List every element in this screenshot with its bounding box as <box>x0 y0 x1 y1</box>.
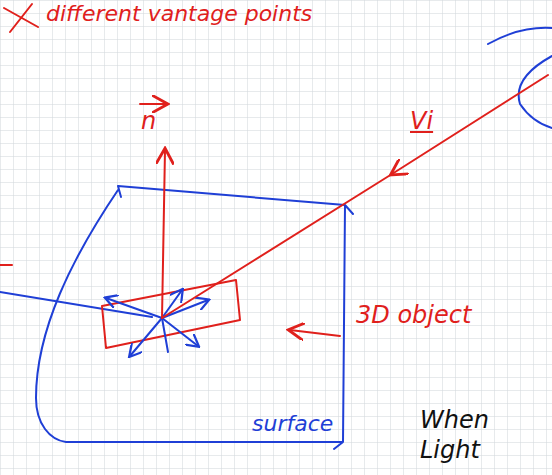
label-slot: n <box>141 106 156 136</box>
vector-name: n <box>141 106 156 136</box>
view-line <box>0 292 152 317</box>
side-note: When Light <box>420 405 512 465</box>
incident-ray <box>392 75 548 174</box>
pointer-arrow <box>290 330 340 336</box>
surface-label: surface <box>252 410 333 438</box>
label-slot: surface <box>252 410 333 438</box>
tangent-plane <box>102 280 240 348</box>
vector-sign <box>140 103 166 105</box>
scatter-ray <box>162 290 182 318</box>
surface-outline <box>36 186 353 449</box>
label-slot: When Light <box>420 405 512 465</box>
label-slot: different vantage points <box>46 0 312 28</box>
scatter-ray <box>106 298 162 318</box>
tick-mark <box>0 264 12 266</box>
cross-mark <box>4 4 38 32</box>
heading-note: different vantage points <box>46 0 312 28</box>
label-slot: 3D object <box>356 300 471 330</box>
scatter-ray <box>130 318 162 356</box>
normal-vector <box>162 150 165 318</box>
label-slot: Vi <box>410 106 433 136</box>
scatter-ray <box>162 318 198 346</box>
object-label: 3D object <box>356 300 471 330</box>
scatter-ray <box>162 318 168 352</box>
vector-name: Vi <box>410 106 433 136</box>
incident-ray <box>162 174 392 318</box>
